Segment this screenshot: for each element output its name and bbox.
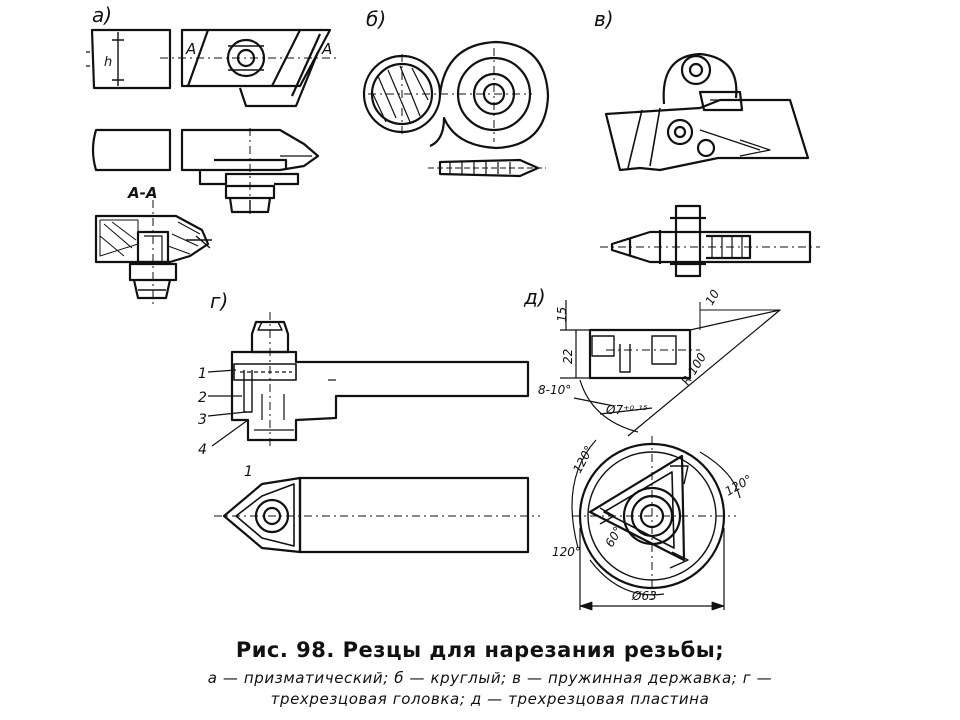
label-panel-v: в) [594, 7, 614, 31]
part-number-2: 2 [198, 390, 207, 406]
figure-caption-body: а — призматический; б — круглый; в — пру… [207, 669, 773, 708]
dim-diam-63: Ø63 [631, 589, 657, 603]
panel-v-spring-holder [600, 52, 820, 278]
dim-10: 10 [702, 287, 722, 308]
panel-b-round-cutter [362, 40, 550, 178]
label-panel-g: г) [210, 289, 228, 313]
part-number-1: 1 [198, 366, 207, 382]
section-mark-left: А [185, 40, 196, 58]
figure-caption-title: Рис. 98. Резцы для нарезания резьбы; [235, 638, 725, 662]
dim-diam-7: Ø7⁺⁰·¹⁵ [605, 403, 648, 417]
part-number-4: 4 [198, 442, 207, 458]
label-panel-a: а) [92, 3, 112, 27]
dim-15: 15 [555, 307, 569, 322]
dim-r100: R 100 [679, 350, 710, 387]
dim-22: 22 [561, 349, 575, 364]
dim-h: h [104, 55, 112, 70]
dim-angle-120-bottom: 120° [552, 545, 581, 559]
part-number-3: 3 [198, 412, 207, 428]
section-mark-right: А [321, 40, 332, 58]
panel-a-prismatic-cutter [86, 28, 340, 304]
panel-g-three-cutter-head [207, 312, 540, 554]
part-number-1-lower: 1 [244, 464, 253, 480]
dim-angle-120-left: 120° [570, 443, 596, 475]
panel-d-three-cutter-plate [560, 300, 781, 611]
label-section-aa: А-А [127, 184, 157, 202]
dim-8-10: 8-10° [538, 383, 571, 397]
label-panel-d: д) [523, 285, 546, 309]
label-panel-b: б) [366, 7, 386, 31]
